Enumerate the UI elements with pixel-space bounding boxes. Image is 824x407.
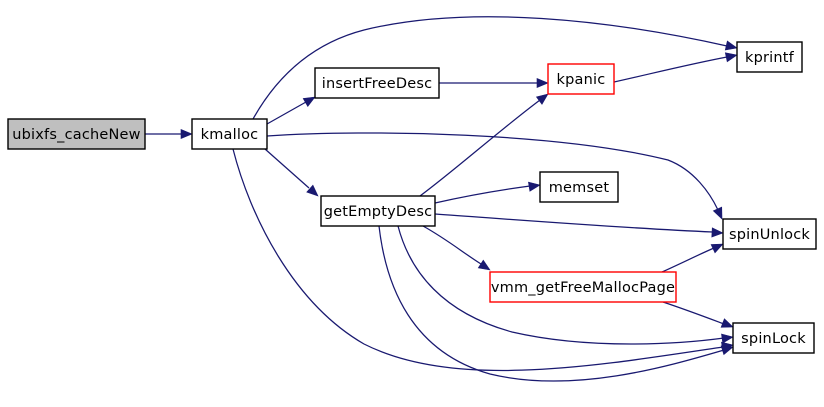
- node-label-kmalloc: kmalloc: [201, 127, 259, 143]
- node-insertFreeDesc[interactable]: insertFreeDesc: [314, 67, 440, 99]
- node-label-memset: memset: [549, 180, 610, 196]
- edge-kmalloc-to-kprintf: [252, 16, 738, 120]
- node-box-insertFreeDesc[interactable]: [314, 67, 440, 99]
- edge-line: [662, 301, 725, 325]
- node-label-ubixfs_cacheNew: ubixfs_cacheNew: [12, 127, 140, 143]
- edge-getEmptyDesc-to-spinUnlock: [434, 213, 724, 238]
- edge-kmalloc-to-getEmptyDesc: [264, 148, 319, 197]
- edge-vmm_getFreeMallocPage-to-spinLock: [662, 301, 734, 328]
- node-label-kprintf: kprintf: [745, 50, 795, 66]
- node-label-spinLock: spinLock: [741, 331, 806, 347]
- edge-getEmptyDesc-to-spinLock: [397, 225, 734, 345]
- edge-getEmptyDesc-to-spinLock_b: [378, 225, 734, 382]
- node-ubixfs_cacheNew[interactable]: ubixfs_cacheNew: [7, 118, 146, 150]
- arrow-head-icon: [724, 40, 738, 51]
- arrow-head-icon: [477, 259, 491, 271]
- edge-line: [397, 225, 725, 345]
- arrow-head-icon: [711, 227, 724, 238]
- node-box-vmm_getFreeMallocPage[interactable]: [489, 271, 677, 303]
- node-kpanic[interactable]: kpanic: [547, 63, 615, 95]
- arrow-head-icon: [720, 318, 734, 328]
- edge-line: [613, 56, 728, 83]
- edges-layer: [145, 16, 738, 382]
- node-label-spinUnlock: spinUnlock: [729, 227, 810, 243]
- edge-line: [266, 101, 307, 125]
- edge-line: [419, 99, 541, 197]
- edge-line: [252, 16, 728, 120]
- arrow-head-icon: [528, 181, 541, 192]
- node-box-kprintf[interactable]: [736, 41, 803, 73]
- edge-vmm_getFreeMallocPage-to-spinUnlock: [661, 243, 724, 273]
- node-kmalloc[interactable]: kmalloc: [191, 118, 268, 150]
- node-box-spinLock[interactable]: [732, 322, 815, 354]
- node-box-kpanic[interactable]: [547, 63, 615, 95]
- arrow-head-icon: [306, 184, 319, 197]
- edge-line: [264, 148, 310, 189]
- node-spinLock[interactable]: spinLock: [732, 322, 815, 354]
- edge-line: [378, 225, 725, 382]
- edge-getEmptyDesc-to-vmm_getFreeMallocPage: [422, 225, 491, 271]
- node-box-kmalloc[interactable]: [191, 118, 268, 150]
- node-label-kpanic: kpanic: [557, 72, 606, 88]
- arrow-head-icon: [536, 77, 549, 89]
- arrow-head-icon: [180, 128, 193, 140]
- arrow-head-icon: [721, 333, 734, 344]
- edge-line: [232, 148, 724, 372]
- node-box-getEmptyDesc[interactable]: [320, 195, 436, 227]
- arrow-head-icon: [720, 345, 734, 356]
- node-getEmptyDesc[interactable]: getEmptyDesc: [320, 195, 436, 227]
- arrow-head-icon: [535, 93, 549, 105]
- edge-ubixfs_cacheNew-to-kmalloc: [145, 128, 193, 140]
- arrow-head-icon: [712, 206, 723, 220]
- edge-kpanic-to-kprintf: [613, 52, 738, 83]
- edge-line: [422, 225, 482, 265]
- edge-kmalloc-to-spinUnlock: [266, 132, 723, 220]
- edge-kmalloc-to-insertFreeDesc: [266, 96, 316, 125]
- arrow-head-icon: [710, 243, 724, 254]
- edge-line: [434, 213, 714, 233]
- edge-line: [434, 185, 531, 204]
- edge-line: [661, 247, 715, 273]
- node-vmm_getFreeMallocPage[interactable]: vmm_getFreeMallocPage: [489, 271, 677, 303]
- edge-insertFreeDesc-to-kpanic: [439, 77, 549, 89]
- node-box-memset[interactable]: [539, 171, 619, 203]
- node-label-vmm_getFreeMallocPage: vmm_getFreeMallocPage: [491, 280, 675, 296]
- node-memset[interactable]: memset: [539, 171, 619, 203]
- node-kprintf[interactable]: kprintf: [736, 41, 803, 73]
- node-label-getEmptyDesc: getEmptyDesc: [324, 204, 433, 220]
- edge-getEmptyDesc-to-memset: [434, 181, 541, 204]
- edge-line: [266, 132, 719, 211]
- edge-getEmptyDesc-to-kpanic: [419, 93, 549, 197]
- node-spinUnlock[interactable]: spinUnlock: [722, 218, 817, 250]
- arrow-head-icon: [302, 96, 316, 108]
- node-box-spinUnlock[interactable]: [722, 218, 817, 250]
- nodes-layer: ubixfs_cacheNew kmalloc insertFreeDesc kpan…: [7, 41, 817, 354]
- arrow-head-icon: [724, 52, 738, 63]
- node-box-ubixfs_cacheNew[interactable]: [7, 118, 146, 150]
- node-label-insertFreeDesc: insertFreeDesc: [322, 76, 433, 92]
